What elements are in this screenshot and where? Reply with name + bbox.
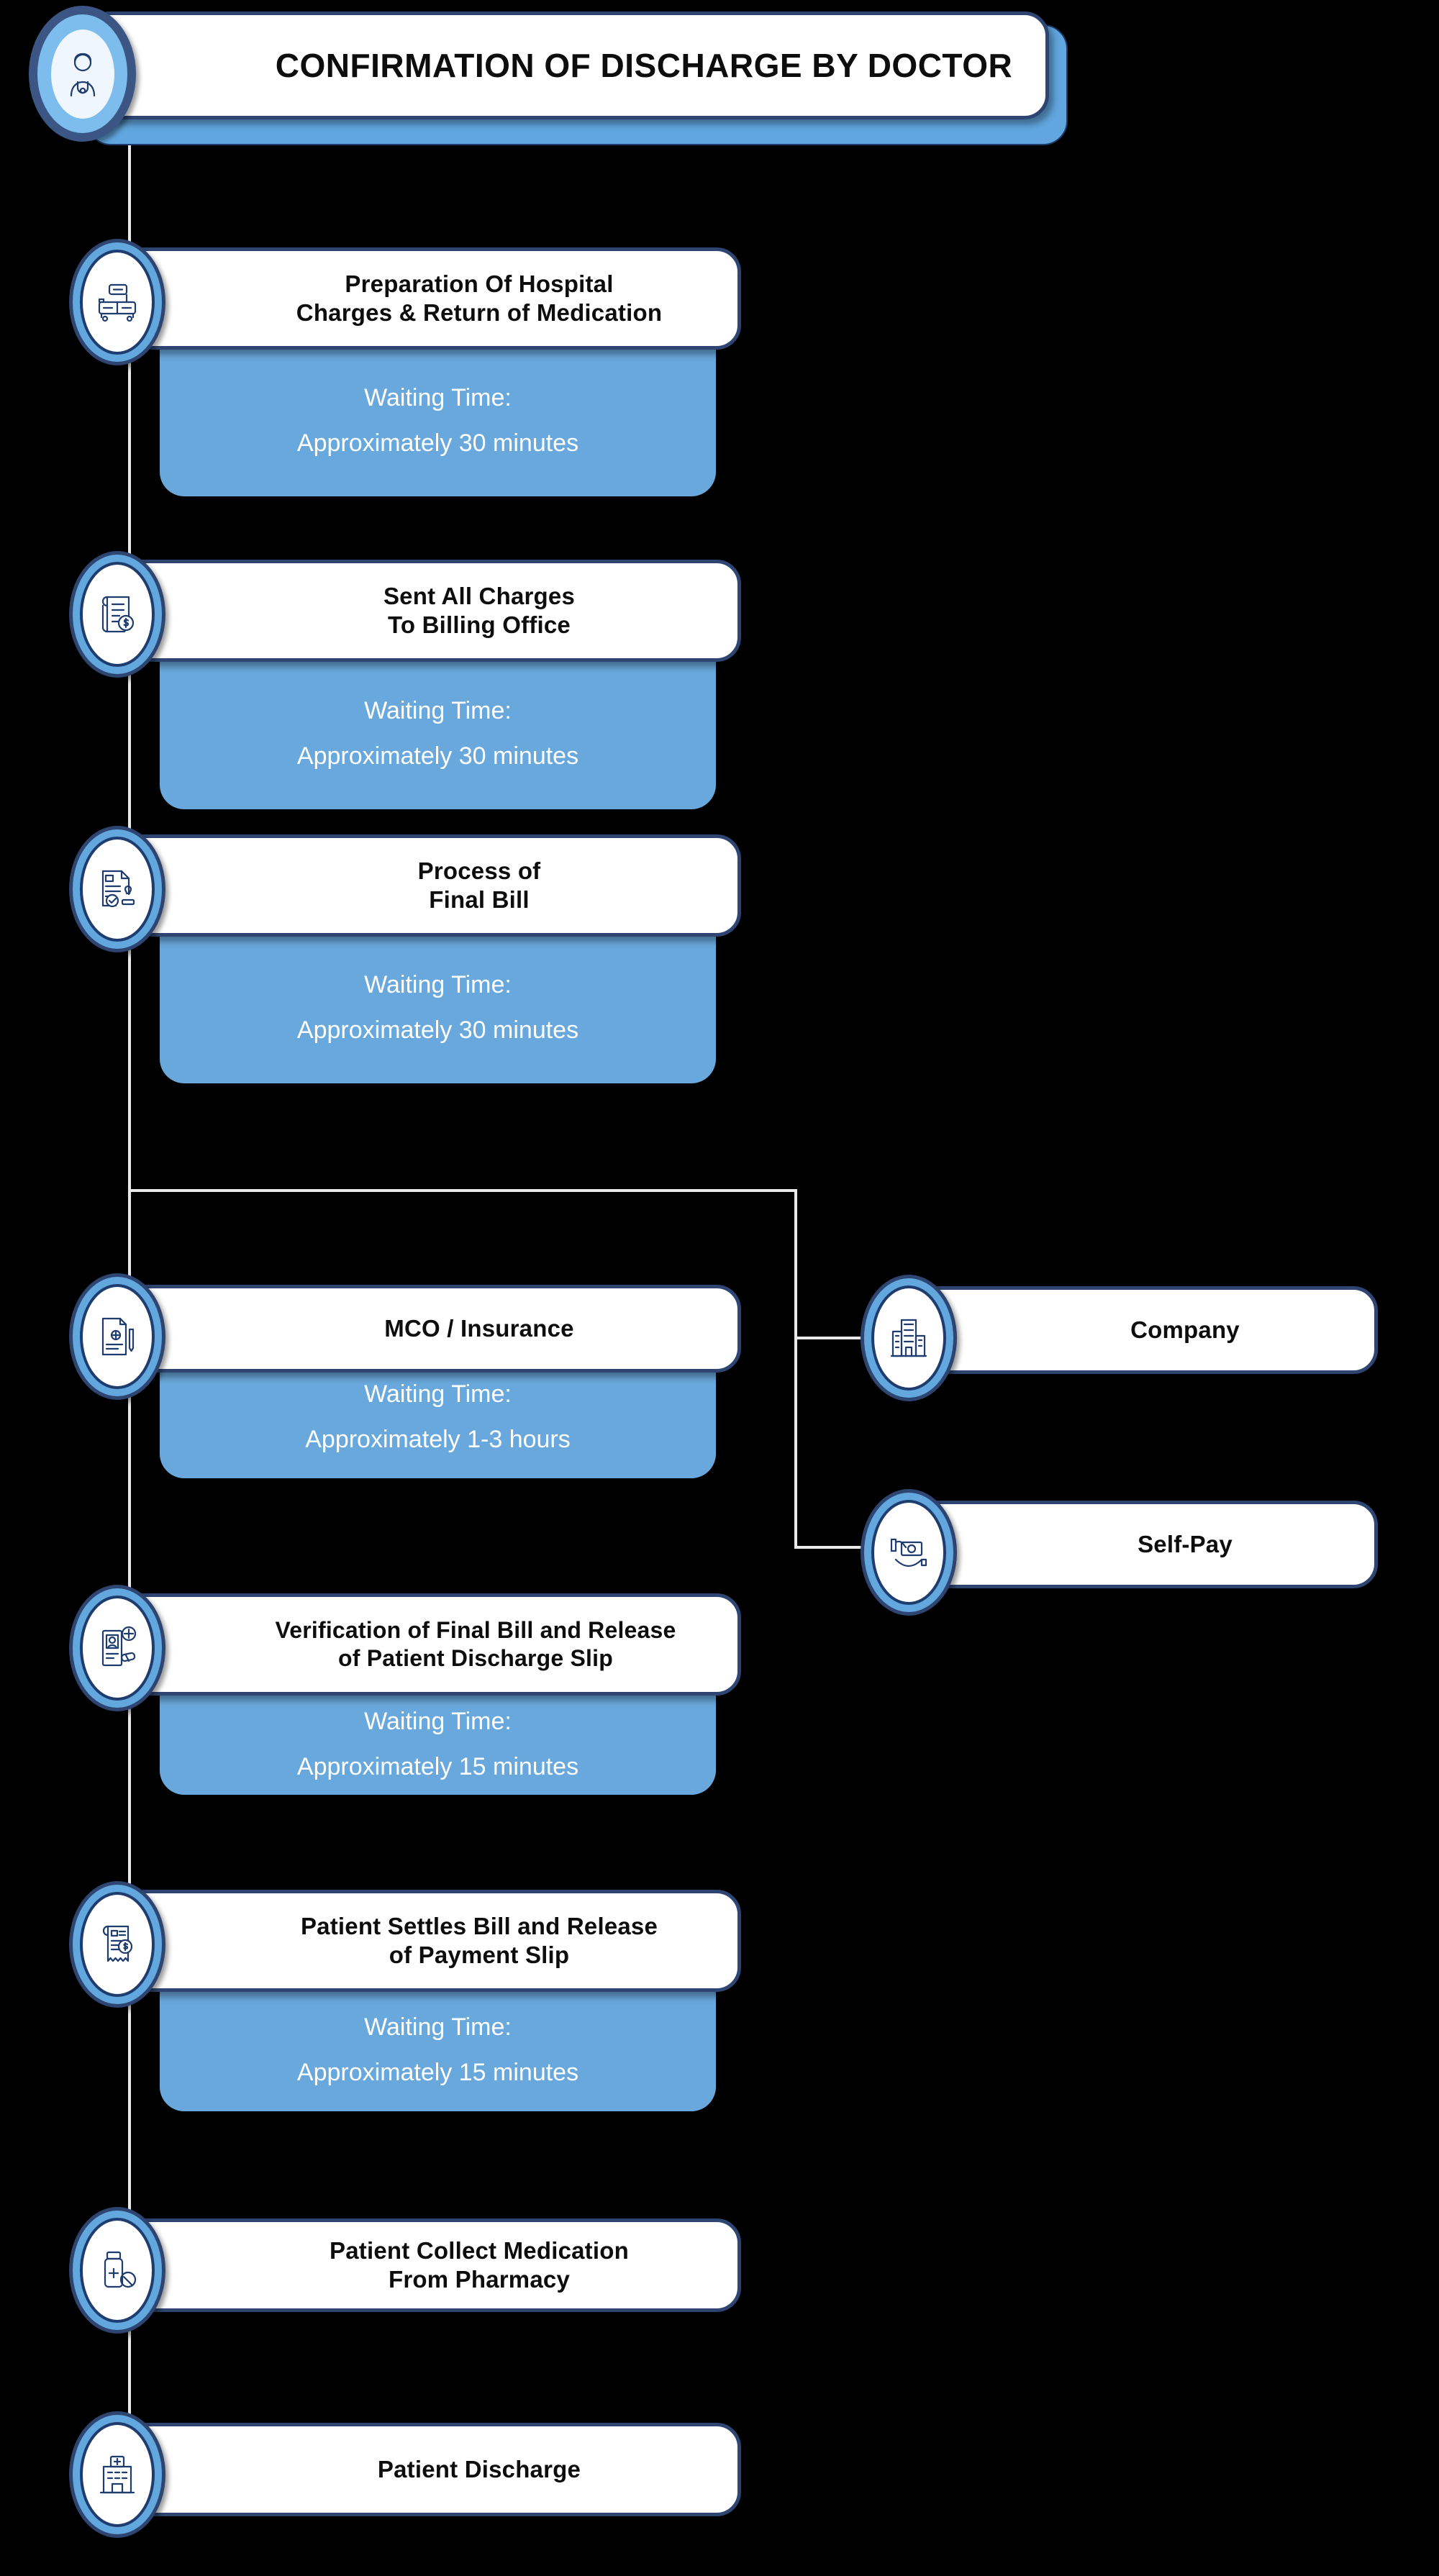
wait-value: Approximately 30 minutes [296,742,579,770]
patient-record-icon-badge [69,1585,165,1711]
step-title-line-1: Preparation Of Hospital [345,270,614,297]
doctor-icon-badge [29,6,136,142]
branch-card-company[interactable]: Company [874,1286,1378,1374]
document-stamp-icon-badge [69,826,165,952]
invoice-dollar-icon-badge [69,551,165,678]
step-title-line-1: Patient Discharge [377,2455,581,2482]
step-title-line-2: From Pharmacy [388,2266,571,2293]
wait-value: Approximately 30 minutes [296,429,579,457]
step-title-line-1: Patient Collect Medication [330,2236,629,2264]
branch-title-line-1: Company [1130,1316,1240,1343]
cash-hand-icon [871,1500,946,1605]
office-building-icon [871,1285,946,1391]
hospital-bed-icon-badge [69,239,165,365]
wait-label: Waiting Time: [364,696,512,724]
step-card-patient-settles-bill[interactable]: Patient Settles Bill and Release of Paym… [85,1890,741,1992]
page-title: CONFIRMATION OF DISCHARGE BY DOCTOR [275,46,1013,84]
step-card-patient-discharge[interactable]: Patient Discharge [85,2423,741,2516]
step-card-process-of-final-bill[interactable]: Process of Final Bill [85,834,741,937]
hospital-bed-icon [80,250,155,355]
step-title-line-2: Final Bill [429,886,530,913]
medicine-bottle-icon [80,2218,155,2323]
wait-box-6: Waiting Time: Approximately 15 minutes [160,1989,716,2111]
medicine-bottle-icon-badge [69,2207,165,2334]
wait-label: Waiting Time: [364,1380,512,1408]
connector-to-company [794,1337,873,1339]
connector-branch-vertical [794,1189,797,1549]
step-title-line-1: Verification of Final Bill and Release [275,1616,676,1643]
step-card-preparation-of-hospital-charges[interactable]: Preparation Of Hospital Charges & Return… [85,247,741,350]
wait-label: Waiting Time: [364,383,512,411]
connector-branch-horizontal [128,1189,797,1192]
receipt-dollar-icon-badge [69,1881,165,2008]
step-title-line-2: of Patient Discharge Slip [338,1645,613,1671]
receipt-dollar-icon [80,1892,155,1997]
insurance-document-icon-badge [69,1273,165,1400]
step-card-patient-collect-medication[interactable]: Patient Collect Medication From Pharmacy [85,2218,741,2312]
office-building-icon-badge [861,1275,957,1401]
wait-box-1: Waiting Time: Approximately 30 minutes [160,345,716,496]
wait-value: Approximately 30 minutes [296,1016,579,1044]
step-title-line-1: MCO / Insurance [384,1314,574,1342]
step-title-line-2: To Billing Office [388,611,571,638]
branch-title-line-1: Self-Pay [1138,1530,1233,1557]
wait-label: Waiting Time: [364,1707,512,1735]
step-card-mco-insurance[interactable]: MCO / Insurance [85,1285,741,1373]
wait-box-2: Waiting Time: Approximately 30 minutes [160,658,716,809]
step-title-line-2: of Payment Slip [389,1942,570,1968]
wait-label: Waiting Time: [364,2013,512,2041]
wait-label: Waiting Time: [364,970,512,998]
step-title-line-1: Process of [417,857,541,884]
wait-box-5: Waiting Time: Approximately 15 minutes [160,1694,716,1795]
step-title-line-1: Sent All Charges [383,582,576,609]
step-card-sent-all-charges-to-billing-office[interactable]: Sent All Charges To Billing Office [85,560,741,662]
cash-hand-icon-badge [861,1489,957,1616]
wait-box-4: Waiting Time: Approximately 1-3 hours [160,1356,716,1478]
wait-value: Approximately 1-3 hours [305,1426,571,1453]
wait-value: Approximately 15 minutes [296,1753,579,1780]
branch-card-self-pay[interactable]: Self-Pay [874,1501,1378,1588]
invoice-dollar-icon [80,562,155,667]
step-card-verification-of-final-bill[interactable]: Verification of Final Bill and Release o… [85,1593,741,1696]
insurance-document-icon [80,1284,155,1389]
patient-record-icon [80,1596,155,1701]
doctor-icon [50,29,114,119]
step-title-line-1: Patient Settles Bill and Release [300,1912,658,1939]
connector-to-self-pay [794,1546,873,1549]
hospital-building-icon-badge [69,2411,165,2538]
document-stamp-icon [80,837,155,942]
wait-value: Approximately 15 minutes [296,2059,579,2086]
hospital-building-icon [80,2422,155,2527]
step-title-line-2: Charges & Return of Medication [296,299,663,326]
header-card[interactable]: CONFIRMATION OF DISCHARGE BY DOCTOR [85,12,1049,119]
wait-box-3: Waiting Time: Approximately 30 minutes [160,932,716,1083]
